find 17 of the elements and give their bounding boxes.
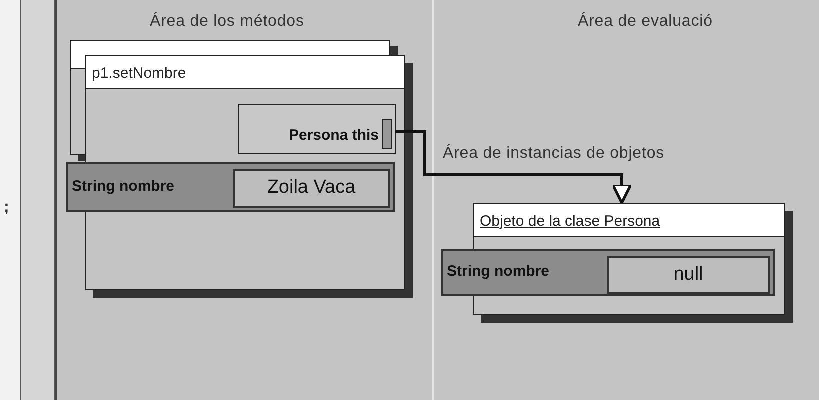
area-heading: Área de los métodos bbox=[150, 11, 304, 32]
frame-title: Objeto de la clase Persona bbox=[480, 212, 660, 232]
value-text: null bbox=[674, 262, 704, 287]
variable-label: Persona this bbox=[288, 126, 379, 146]
variable-label: String nombre bbox=[447, 262, 550, 282]
value-field bbox=[233, 169, 390, 208]
reference-arrow bbox=[395, 130, 632, 204]
variable-label: String nombre bbox=[72, 176, 175, 197]
area-heading: Área de instancias de objetos bbox=[443, 143, 665, 164]
variable-row bbox=[66, 162, 395, 212]
variable-box bbox=[238, 104, 396, 154]
frame-title: p1.setNombre bbox=[92, 64, 186, 84]
area-heading: Área de evaluació bbox=[578, 11, 714, 32]
value-text: Zoila Vaca bbox=[267, 176, 356, 200]
punctuation-mark: ; bbox=[4, 198, 10, 218]
value-field bbox=[607, 256, 770, 294]
variable-row bbox=[441, 249, 775, 296]
